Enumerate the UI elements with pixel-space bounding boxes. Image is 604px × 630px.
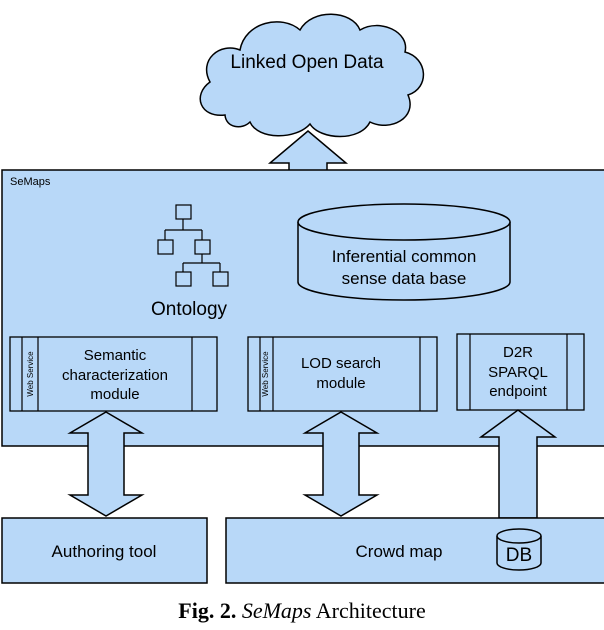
caption-fig-number: Fig. 2. (178, 598, 237, 623)
module-label-line: Semantic (84, 347, 147, 364)
semaps-label: SeMaps (10, 176, 51, 188)
database-label-line1: Inferential common (332, 247, 477, 266)
database-cylinder: Inferential common sense data base (297, 203, 511, 301)
caption-rest: Architecture (315, 598, 426, 623)
web-service-label: Web Service (261, 351, 270, 397)
double-arrow-crowd-map (302, 411, 380, 517)
d2r-sparql-endpoint-module: D2R SPARQL endpoint (456, 333, 585, 411)
web-service-label: Web Service (26, 351, 35, 397)
module-label-line: module (90, 386, 139, 403)
architecture-diagram: Linked Open Data SeMaps Ontology Inferen… (1, 13, 604, 584)
figure-caption: Fig. 2. SeMaps Architecture (0, 598, 604, 624)
lod-search-module: Web Service LOD search module (247, 336, 438, 412)
module-label-line: module (316, 375, 365, 392)
database-label-line2: sense data base (342, 269, 467, 288)
ontology-label: Ontology (151, 299, 228, 320)
module-label-line: endpoint (489, 383, 547, 400)
module-label-line: D2R (503, 344, 533, 361)
arrow-up-to-d2r (478, 409, 558, 519)
db-cylinder-icon: DB (496, 528, 542, 571)
authoring-tool-label: Authoring tool (52, 542, 157, 561)
ontology-tree-icon (157, 204, 229, 287)
linked-open-data-cloud: Linked Open Data (199, 13, 425, 138)
db-label: DB (506, 545, 532, 566)
module-label-line: LOD search (301, 355, 381, 372)
crowd-map-label: Crowd map (356, 542, 443, 561)
cloud-label: Linked Open Data (230, 52, 384, 73)
double-arrow-authoring (67, 411, 145, 517)
authoring-tool-box (1, 517, 208, 584)
module-label-line: SPARQL (488, 364, 548, 381)
semantic-characterization-module: Web Service Semantic characterization mo… (9, 336, 218, 412)
module-label-line: characterization (62, 367, 168, 384)
caption-name: SeMaps (241, 598, 312, 623)
